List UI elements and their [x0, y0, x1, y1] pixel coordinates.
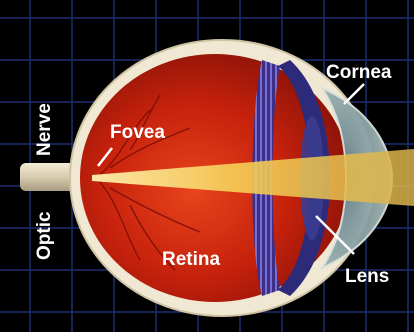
- optic-label: Optic: [34, 211, 55, 260]
- fovea-label: Fovea: [110, 122, 165, 143]
- lens-label: Lens: [345, 266, 389, 287]
- cornea-label: Cornea: [326, 62, 392, 83]
- nerve-label: Nerve: [34, 103, 55, 156]
- retina-label: Retina: [162, 249, 221, 270]
